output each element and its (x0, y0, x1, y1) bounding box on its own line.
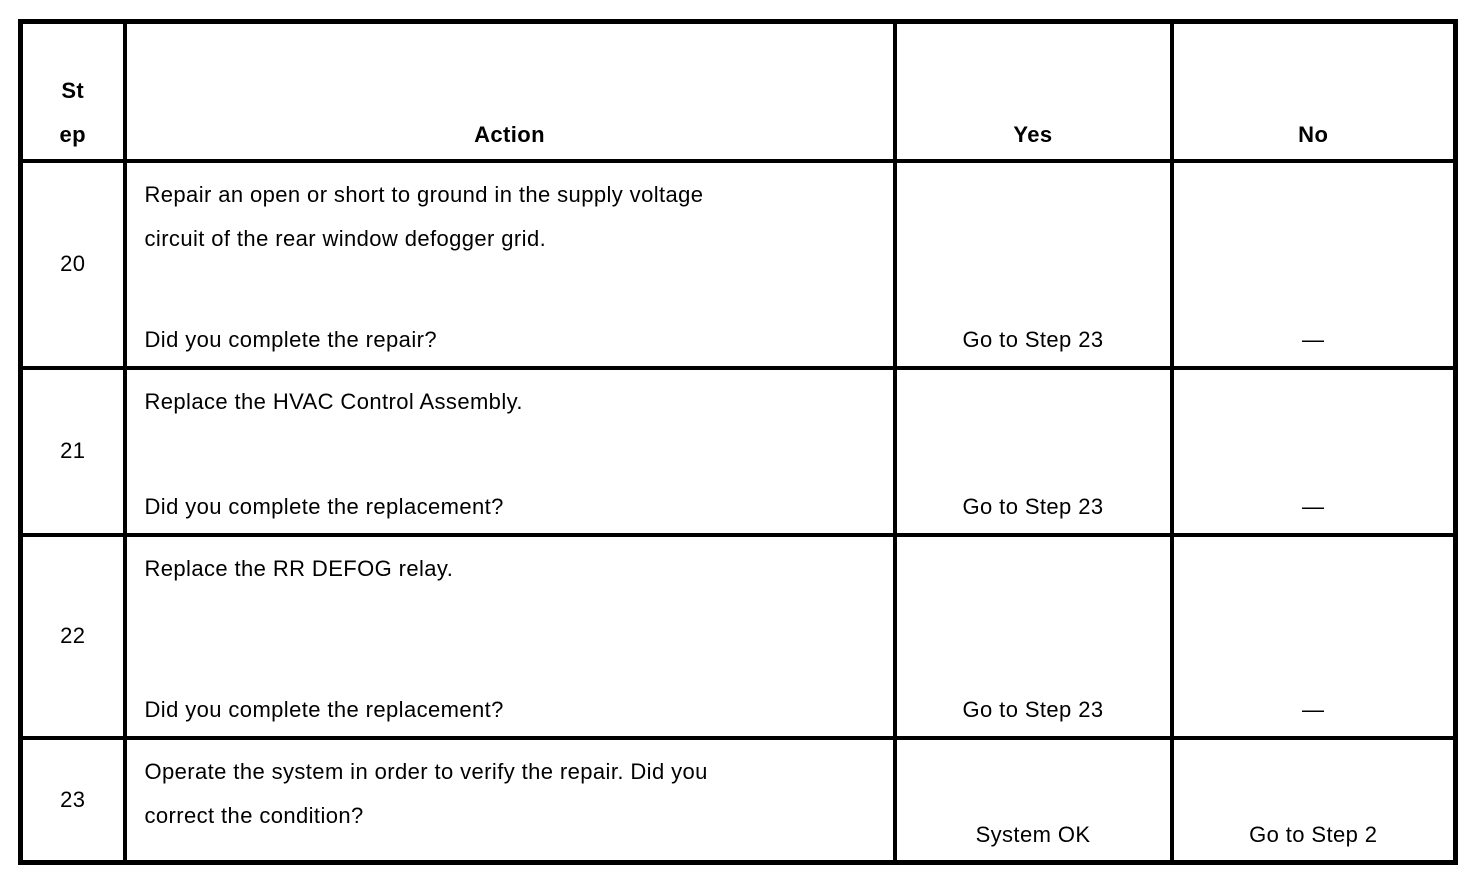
action-question: Did you complete the replacement? (144, 494, 504, 519)
step-number: 20 (18, 158, 127, 370)
column-header-no: No (1169, 19, 1458, 163)
action-cell: Operate the system in order to verify th… (122, 735, 897, 865)
yes-result: Go to Step 23 (892, 158, 1174, 370)
no-result: — (1169, 158, 1458, 370)
yes-result: Go to Step 23 (892, 532, 1174, 740)
action-description: Operate the system in order to verify th… (144, 758, 708, 828)
no-result: — (1169, 365, 1458, 537)
action-cell: Repair an open or short to ground in the… (122, 158, 897, 370)
action-description: Replace the HVAC Control Assembly. (144, 388, 523, 414)
action-cell: Replace the HVAC Control Assembly. Did y… (122, 365, 897, 537)
action-question: Did you complete the repair? (144, 327, 437, 352)
table-row: 22 Replace the RR DEFOG relay. Did you c… (18, 532, 1458, 740)
column-header-yes: Yes (892, 19, 1174, 163)
action-description: Repair an open or short to ground in the… (144, 181, 704, 251)
no-result: Go to Step 2 (1169, 735, 1458, 865)
column-header-action: Action (122, 19, 897, 163)
step-number: 22 (18, 532, 127, 740)
action-question: Did you complete the replacement? (144, 697, 504, 722)
no-result: — (1169, 532, 1458, 740)
yes-result: Go to Step 23 (892, 365, 1174, 537)
diagnostic-steps-table: St ep Action Yes No 20 Repair an open or… (18, 19, 1458, 865)
table-row: 20 Repair an open or short to ground in … (18, 158, 1458, 370)
yes-result: System OK (892, 735, 1174, 865)
step-number: 21 (18, 365, 127, 537)
action-cell: Replace the RR DEFOG relay. Did you comp… (122, 532, 897, 740)
action-description: Replace the RR DEFOG relay. (144, 555, 454, 581)
table-row: 21 Replace the HVAC Control Assembly. Di… (18, 365, 1458, 537)
table-row: 23 Operate the system in order to verify… (18, 735, 1458, 865)
table-header-row: St ep Action Yes No (18, 19, 1458, 163)
column-header-step: St ep (18, 19, 127, 163)
step-number: 23 (18, 735, 127, 865)
